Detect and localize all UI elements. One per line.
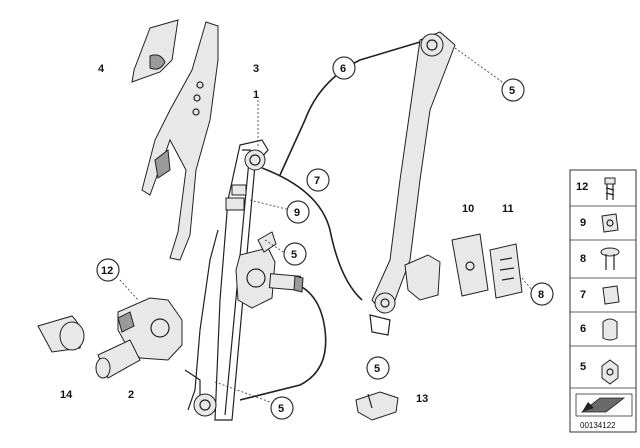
arrow-icon [575,393,633,417]
part-3-window-channel[interactable] [141,21,219,261]
part-1-window-regulator[interactable] [184,139,269,421]
callout-5-lower: 5 [366,356,390,380]
callout-10: 10 [462,203,474,215]
bolt-icon [600,247,620,270]
cable-clip-icon [602,318,618,341]
callout-12: 12 [96,258,120,282]
hex-nut-icon [601,359,619,385]
part-11-plate[interactable] [489,243,523,299]
svg-text:6: 6 [340,63,346,75]
part-4-mirror-triangle[interactable] [131,19,179,83]
svg-text:5: 5 [374,363,380,375]
svg-text:12: 12 [101,265,113,277]
diagram-code: 00134122 [580,421,616,430]
legend-item-12: 12 [576,181,588,193]
svg-text:9: 9 [294,207,300,219]
callout-5-top-right: 5 [501,78,525,102]
callout-2: 2 [128,389,134,401]
regulator-motor-assembly[interactable] [235,231,304,309]
svg-text:8: 8 [538,289,544,301]
callout-14: 14 [60,389,73,401]
callout-8: 8 [530,282,554,306]
svg-text:7: 7 [314,175,320,187]
part-2-window-motor[interactable] [95,297,183,379]
svg-text:5: 5 [278,403,284,415]
svg-text:5: 5 [509,85,515,97]
callout-4: 4 [98,63,105,75]
leader-lines [119,47,533,403]
svg-text:5: 5 [291,249,297,261]
legend-item-8: 8 [580,253,586,265]
callout-7: 7 [306,168,330,192]
clip-icon [601,213,619,233]
part-rear-regulator-rail[interactable] [369,31,456,336]
callout-13: 13 [416,393,428,405]
nut-clip-icon [602,285,620,305]
part-13-bracket[interactable] [355,391,399,421]
part-10-plate[interactable] [451,233,489,297]
legend-item-7: 7 [580,289,586,301]
legend-item-9: 9 [580,217,586,229]
callout-5-bottom: 5 [270,396,294,420]
legend-item-5: 5 [580,361,586,373]
legend-item-6: 6 [580,323,586,335]
regulator-cables [239,41,421,401]
part-14-foam-pad[interactable] [37,315,85,353]
callout-11: 11 [502,203,514,215]
small-parts-legend: 12 9 8 7 6 5 [569,169,637,433]
callout-9: 9 [286,200,310,224]
callout-1: 1 [253,89,259,101]
callout-5-middle: 5 [283,242,307,266]
screw-icon [604,177,616,200]
callout-3: 3 [253,63,259,75]
callout-6: 6 [332,56,356,80]
